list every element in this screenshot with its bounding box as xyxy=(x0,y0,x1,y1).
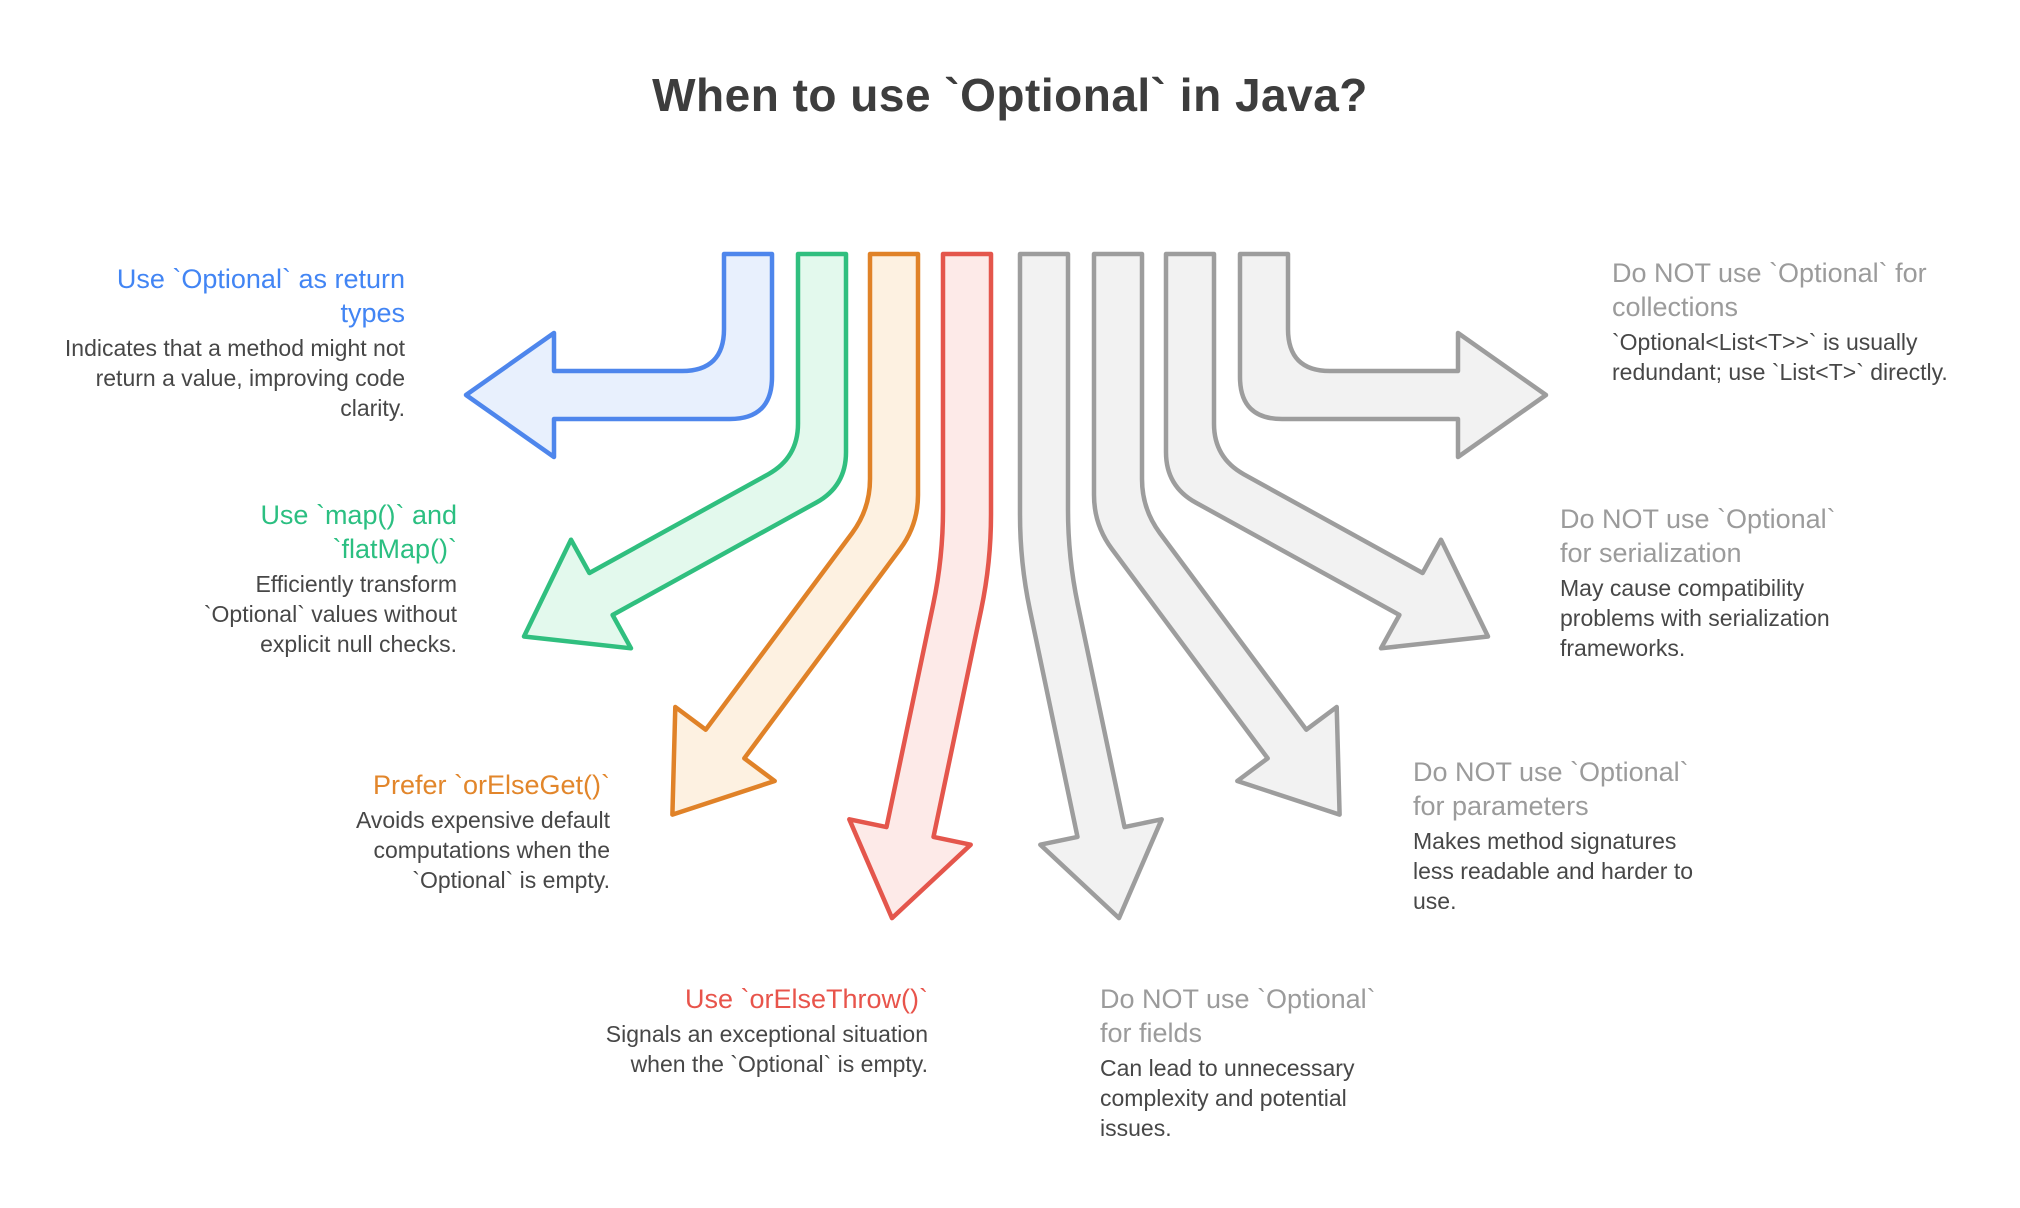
block-heading: Use `Optional` as return types xyxy=(116,264,405,328)
block-heading: Do NOT use `Optional` for collections xyxy=(1612,258,1927,322)
block-orelsethrow: Use `orElseThrow()` Signals an exception… xyxy=(598,982,928,1079)
arrow-orelsethrow xyxy=(847,251,994,921)
arrow-not-parameters xyxy=(1091,251,1342,817)
block-body: Signals an exceptional situation when th… xyxy=(605,1021,928,1077)
block-body: Efficiently transform `Optional` values … xyxy=(203,571,457,657)
block-not-serialization: Do NOT use `Optional` for serialization … xyxy=(1560,502,1860,663)
block-heading: Do NOT use `Optional` for fields xyxy=(1100,984,1376,1048)
block-heading: Do NOT use `Optional` for serialization xyxy=(1560,504,1836,568)
block-heading: Do NOT use `Optional` for parameters xyxy=(1413,757,1689,821)
page-title: When to use `Optional` in Java? xyxy=(652,69,1368,121)
block-body: May cause compatibility problems with se… xyxy=(1560,575,1830,661)
block-orelseget: Prefer `orElseGet()` Avoids expensive de… xyxy=(310,768,610,895)
block-not-collections: Do NOT use `Optional` for collections `O… xyxy=(1612,256,1957,387)
arrow-map-flatmap xyxy=(521,251,849,651)
block-not-parameters: Do NOT use `Optional` for parameters Mak… xyxy=(1413,755,1708,916)
block-heading: Use `orElseThrow()` xyxy=(684,984,928,1014)
block-body: `Optional<List<T>>` is usually redundant… xyxy=(1612,329,1948,385)
block-map-flatmap: Use `map()` and `flatMap()` Efficiently … xyxy=(157,498,457,659)
block-body: Avoids expensive default computations wh… xyxy=(355,807,610,893)
arrow-orelseget xyxy=(670,251,921,817)
arrow-not-fields xyxy=(1017,251,1164,921)
block-heading: Use `map()` and `flatMap()` xyxy=(260,500,457,564)
arrow-return-types xyxy=(463,251,775,460)
block-not-fields: Do NOT use `Optional` for fields Can lea… xyxy=(1100,982,1385,1143)
block-body: Makes method signatures less readable an… xyxy=(1413,828,1694,914)
arrow-not-serialization xyxy=(1163,251,1491,651)
block-return-types: Use `Optional` as return types Indicates… xyxy=(60,262,405,423)
block-body: Can lead to unnecessary complexity and p… xyxy=(1100,1055,1355,1141)
block-heading: Prefer `orElseGet()` xyxy=(372,770,610,800)
arrow-not-collections xyxy=(1237,251,1549,460)
block-body: Indicates that a method might not return… xyxy=(64,335,405,421)
